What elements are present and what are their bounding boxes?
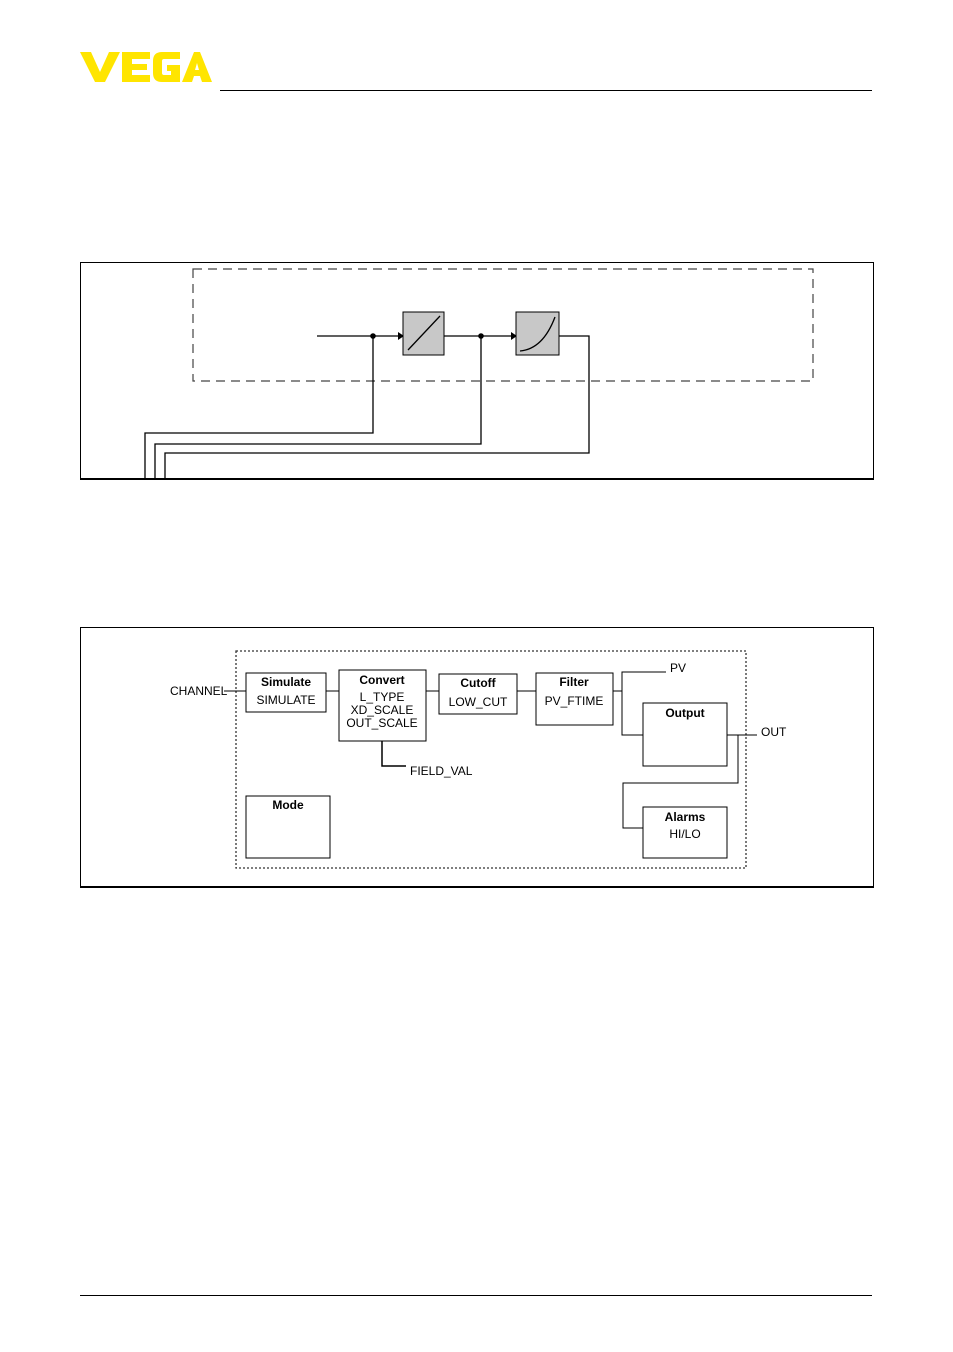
convert-param-1: L_TYPE [360, 690, 405, 704]
dashed-region [193, 269, 813, 381]
convert-param-2: XD_SCALE [351, 703, 414, 717]
simulate-title: Simulate [261, 675, 311, 689]
output-title: Output [665, 706, 704, 720]
alarms-title: Alarms [665, 810, 706, 824]
cutoff-param: LOW_CUT [449, 695, 508, 709]
field-val-line [382, 741, 406, 766]
simulate-param: SIMULATE [256, 693, 315, 707]
figure-2-diagram: CHANNEL Simulate SIMULATE Convert L_TYPE… [81, 628, 873, 886]
tap-line-2 [155, 336, 481, 478]
filter-title: Filter [559, 675, 589, 689]
alarms-param: HI/LO [669, 827, 700, 841]
filter-param: PV_FTIME [545, 694, 604, 708]
vega-logo [80, 50, 212, 84]
output-feed-line [622, 702, 643, 735]
curve-block [516, 312, 559, 355]
mode-title: Mode [272, 798, 304, 812]
convert-title: Convert [359, 673, 404, 687]
field-val-label: FIELD_VAL [410, 764, 473, 778]
footer-rule [80, 1295, 872, 1296]
channel-label: CHANNEL [170, 684, 228, 698]
header-rule [220, 90, 872, 91]
cutoff-title: Cutoff [460, 676, 496, 690]
figure-2-frame: CHANNEL Simulate SIMULATE Convert L_TYPE… [80, 627, 874, 888]
pv-label: PV [670, 661, 686, 675]
tap-line-3 [165, 336, 589, 478]
convert-param-3: OUT_SCALE [346, 716, 417, 730]
out-label: OUT [761, 725, 787, 739]
figure-1-diagram [81, 263, 873, 478]
tap-line-1 [145, 336, 373, 478]
figure-1-frame [80, 262, 874, 480]
